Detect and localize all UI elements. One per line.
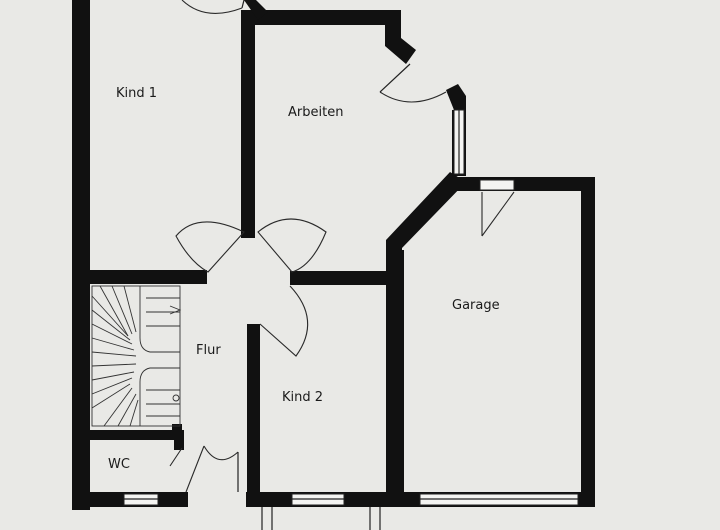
wall-kind2-left <box>247 324 260 494</box>
wall-arbeiten-left <box>241 10 255 238</box>
door-arbeiten-flur-swing <box>257 218 327 273</box>
wall-wc-top <box>72 430 182 440</box>
room-label-flur: Flur <box>196 343 221 358</box>
wall-garage-diagonal <box>386 172 466 268</box>
door-wc-swing <box>169 447 183 467</box>
door-kind1-swing <box>175 221 245 273</box>
wall-arbeiten-top <box>241 10 401 25</box>
wall-kind2-top <box>290 271 390 285</box>
door-top-swing <box>181 0 243 14</box>
room-label-arbeiten: Arbeiten <box>288 105 343 120</box>
wall-arbeiten-corner <box>385 10 416 64</box>
wall-wc-right <box>174 430 184 450</box>
room-label-wc: WC <box>108 457 130 472</box>
room-label-kind2: Kind 2 <box>282 390 323 405</box>
room-labels: Kind 1 Arbeiten Garage Flur Kind 2 WC <box>108 86 500 472</box>
room-label-kind1: Kind 1 <box>116 86 157 101</box>
wall-garage-right <box>581 177 595 507</box>
staircase <box>91 285 182 427</box>
windows <box>123 109 579 530</box>
door-garage-swing <box>481 191 515 237</box>
wall-arbeiten-right-top <box>446 84 466 110</box>
wall-garage-left <box>386 250 404 507</box>
wall-stair-end <box>172 424 182 434</box>
entrance-opening <box>188 490 246 510</box>
door-entrance-swing <box>185 445 239 493</box>
door-kind2-swing <box>259 285 309 357</box>
room-label-garage: Garage <box>452 298 500 313</box>
door-arbeiten-swing <box>379 91 447 103</box>
wall-top-stub <box>244 0 268 20</box>
doors <box>169 0 515 493</box>
window-garage-top <box>479 179 515 191</box>
wall-kind1-bottom <box>72 270 207 284</box>
wall-garage-top <box>450 177 595 191</box>
stair-outline <box>91 285 181 427</box>
wall-left-outer <box>72 0 90 510</box>
